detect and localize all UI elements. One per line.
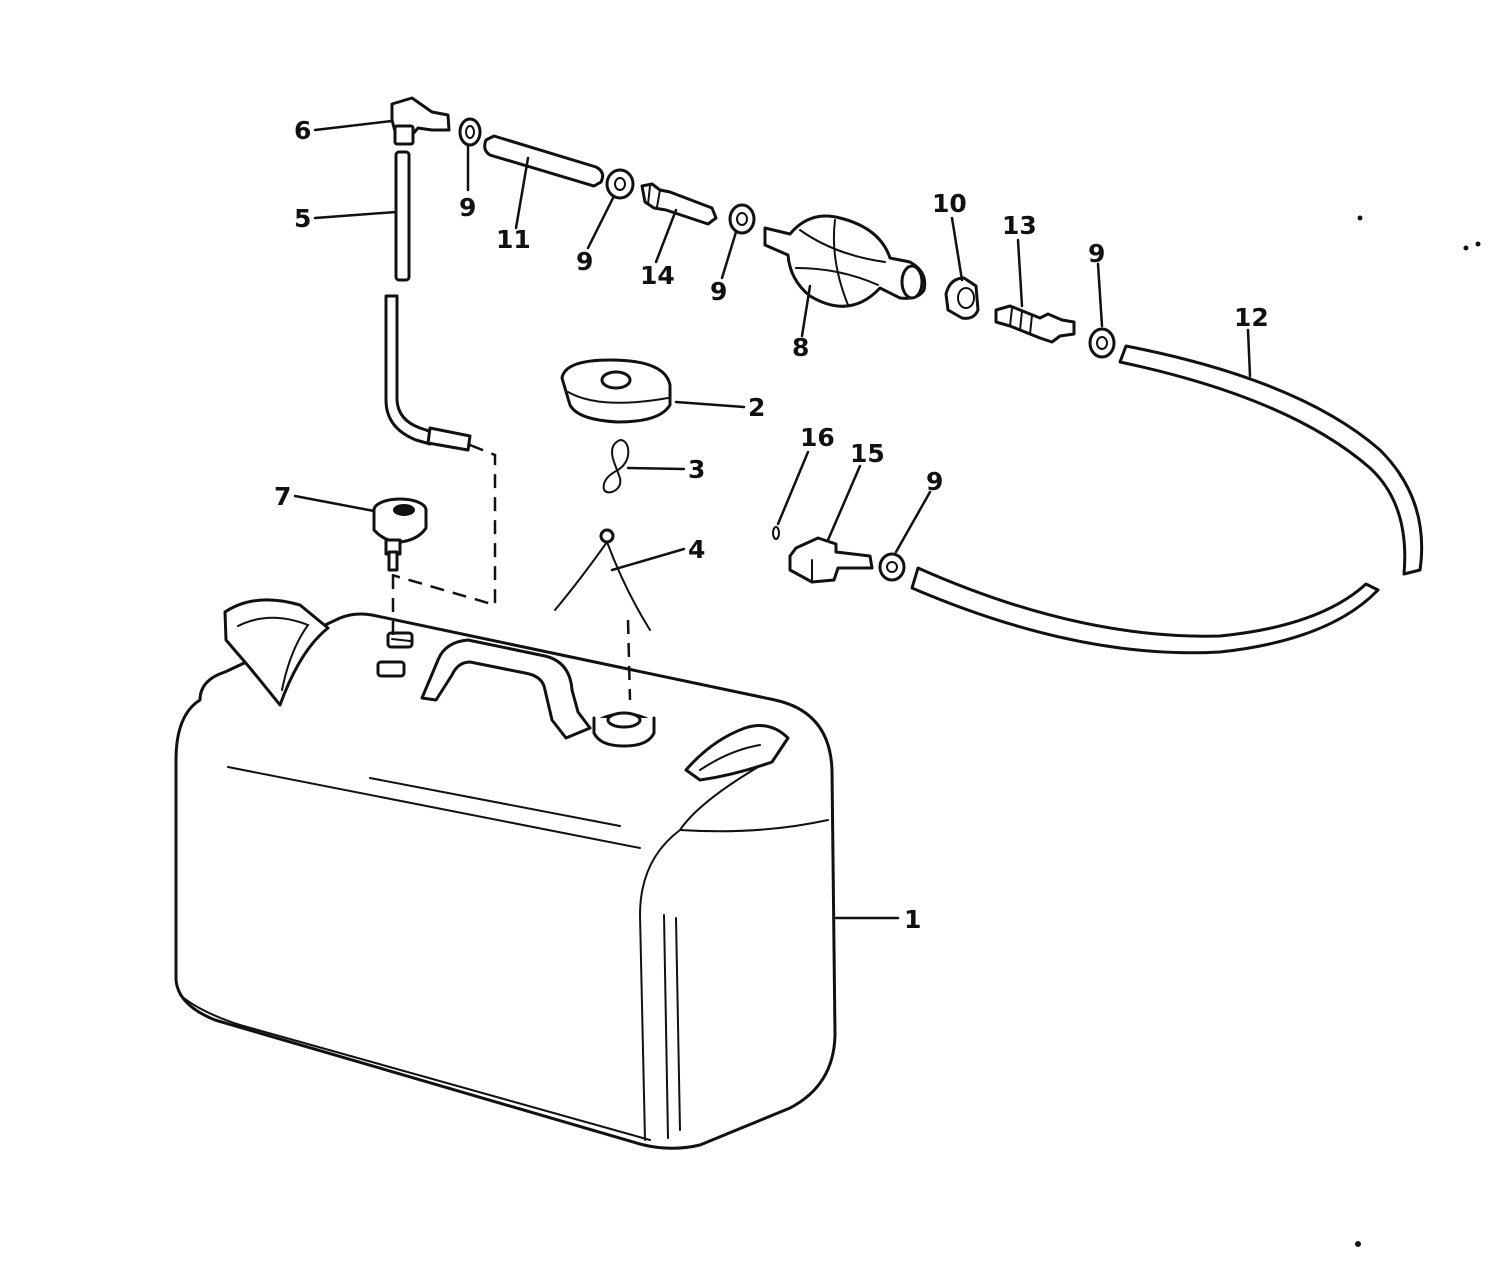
callout-16: 16: [800, 423, 835, 452]
cap-chain-link: [602, 438, 630, 494]
check-valve: [994, 304, 1076, 344]
callout-4: 4: [688, 535, 705, 564]
primer-bulb: [763, 214, 927, 308]
callout-6: 6: [294, 116, 311, 145]
callout-1: 1: [904, 905, 921, 934]
connector-nipple: [640, 182, 718, 226]
tank-top-fittings: [376, 631, 414, 678]
callout-13: 13: [1002, 211, 1037, 240]
leader-lines: [293, 119, 1252, 920]
fill-neck: [592, 711, 656, 748]
callout-9-a: 9: [459, 193, 476, 222]
cap-retainer: [554, 528, 651, 701]
callout-15: 15: [850, 439, 885, 468]
callout-12: 12: [1234, 303, 1269, 332]
short-hose: [483, 134, 605, 188]
callout-11: 11: [496, 225, 531, 254]
clamp-d: [1088, 327, 1116, 359]
pickup-tube: [384, 150, 497, 607]
hose-clamps: [458, 117, 1116, 582]
callout-10: 10: [932, 189, 967, 218]
clamp-e: [878, 552, 906, 582]
hose-fitting: [944, 276, 980, 320]
clamp-a: [458, 117, 482, 147]
fuel-tank: [174, 612, 837, 1150]
carry-handle: [420, 638, 592, 740]
fuel-gauge: [372, 497, 428, 640]
callout-2: 2: [748, 393, 765, 422]
callout-9-e: 9: [926, 467, 943, 496]
clamp-b: [605, 168, 635, 200]
tank-connector: [788, 536, 874, 584]
filler-cap: [560, 358, 672, 424]
elbow-fitting: [390, 96, 451, 146]
callout-3: 3: [688, 455, 705, 484]
right-tank-grip: [684, 724, 790, 782]
callout-labels: 1 2 3 4 5 6 7 8 9 9 9 9 9 10 11 12 13 14…: [274, 116, 1269, 934]
print-specks: [1355, 215, 1481, 1247]
callout-9-d: 9: [1088, 239, 1105, 268]
callout-9-c: 9: [710, 277, 727, 306]
clamp-c: [728, 203, 756, 235]
left-tank-grip: [223, 598, 330, 707]
callout-14: 14: [640, 261, 675, 290]
callout-5: 5: [294, 204, 311, 233]
callout-7: 7: [274, 482, 291, 511]
o-ring: [772, 526, 780, 540]
callout-8: 8: [792, 333, 809, 362]
callout-9-b: 9: [576, 247, 593, 276]
fuel-hose: [910, 344, 1424, 655]
